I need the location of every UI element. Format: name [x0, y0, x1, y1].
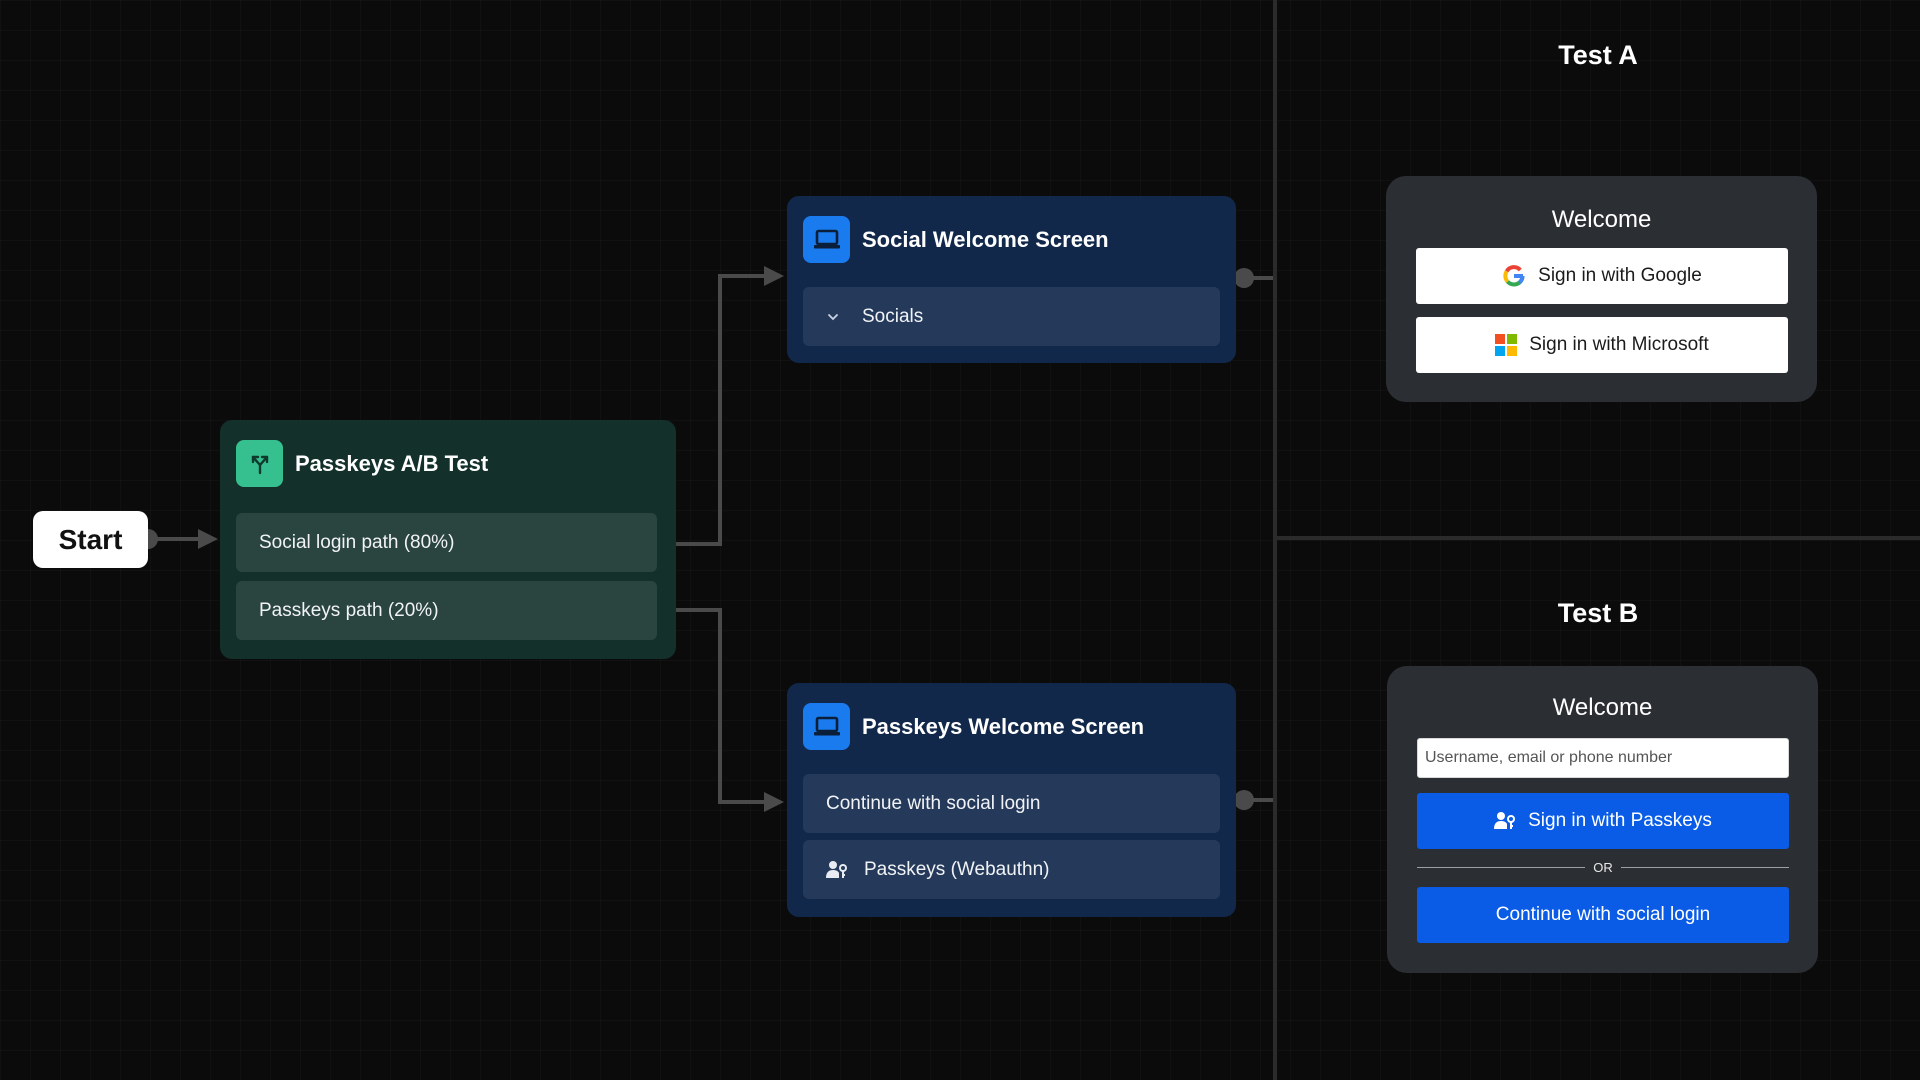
- arrow-into-ab: [198, 529, 218, 549]
- button-label: Sign in with Passkeys: [1528, 810, 1712, 831]
- chevron-down-icon[interactable]: [826, 312, 840, 322]
- panel-divider-vertical: [1273, 0, 1277, 1080]
- test-b-title: Test B: [1557, 598, 1639, 628]
- passkeys-webauthn-row[interactable]: Passkeys (Webauthn): [803, 840, 1220, 899]
- separator-line: [1417, 866, 1586, 868]
- wire-social-path: [659, 274, 764, 546]
- ab-test-node[interactable]: Passkeys A/B Test Social login path (80%…: [220, 420, 676, 659]
- test-b-preview-card: Welcome Username, email or phone number …: [1387, 666, 1818, 973]
- or-label: OR: [1593, 859, 1613, 875]
- welcome-heading: Welcome: [1551, 206, 1652, 233]
- test-a-title: Test A: [1558, 40, 1638, 70]
- branch-split-icon: [236, 440, 283, 487]
- social-screen-header: Social Welcome Screen: [803, 216, 1109, 263]
- row-label: Socials: [862, 305, 924, 327]
- username-input[interactable]: Username, email or phone number: [1417, 738, 1789, 778]
- passkeys-path-row[interactable]: Passkeys path (20%): [236, 581, 657, 640]
- social-login-path-row[interactable]: Social login path (80%): [236, 513, 657, 572]
- panel-divider-horizontal: [1273, 536, 1920, 540]
- google-signin-button[interactable]: Sign in with Google: [1416, 248, 1788, 304]
- row-label: Passkeys path (20%): [259, 599, 439, 621]
- ab-test-header: Passkeys A/B Test: [236, 440, 488, 487]
- ab-test-title: Passkeys A/B Test: [295, 450, 489, 476]
- continue-social-login-button[interactable]: Continue with social login: [1417, 887, 1789, 943]
- separator-line: [1620, 866, 1789, 868]
- port-social-screen: [1234, 268, 1254, 288]
- laptop-icon: [803, 703, 850, 750]
- passkeys-screen-title: Passkeys Welcome Screen: [862, 713, 1145, 739]
- test-a-preview-card: Welcome Sign in with Google Si: [1386, 176, 1817, 402]
- laptop-icon: [803, 216, 850, 263]
- arrow-into-social: [764, 266, 784, 286]
- button-label: Continue with social login: [1495, 904, 1711, 925]
- passkeys-signin-button[interactable]: Sign in with Passkeys: [1417, 793, 1789, 849]
- continue-social-row[interactable]: Continue with social login: [803, 774, 1220, 833]
- input-placeholder: Username, email or phone number: [1425, 749, 1673, 766]
- button-label: Sign in with Google: [1538, 265, 1702, 286]
- social-welcome-screen-node[interactable]: Social Welcome Screen Socials: [787, 196, 1236, 363]
- button-label: Sign in with Microsoft: [1529, 334, 1709, 355]
- row-label: Passkeys (Webauthn): [864, 858, 1050, 880]
- microsoft-signin-button[interactable]: Sign in with Microsoft: [1416, 317, 1788, 373]
- welcome-heading: Welcome: [1552, 694, 1653, 721]
- passkeys-welcome-screen-node[interactable]: Passkeys Welcome Screen Continue with so…: [787, 683, 1236, 917]
- social-screen-title: Social Welcome Screen: [862, 226, 1109, 252]
- google-icon: [1502, 264, 1526, 288]
- user-key-icon: [826, 860, 848, 880]
- row-label: Continue with social login: [826, 792, 1041, 814]
- arrow-into-passkeys: [764, 792, 784, 812]
- user-key-icon: [1494, 811, 1516, 831]
- start-node[interactable]: Start: [33, 511, 148, 568]
- socials-row[interactable]: Socials: [803, 287, 1220, 346]
- port-passkeys-screen: [1234, 790, 1254, 810]
- wire-passkeys-path: [659, 608, 764, 804]
- microsoft-icon: [1495, 334, 1518, 356]
- row-label: Social login path (80%): [259, 531, 455, 553]
- or-separator: OR: [1417, 857, 1789, 877]
- passkeys-screen-header: Passkeys Welcome Screen: [803, 703, 1144, 750]
